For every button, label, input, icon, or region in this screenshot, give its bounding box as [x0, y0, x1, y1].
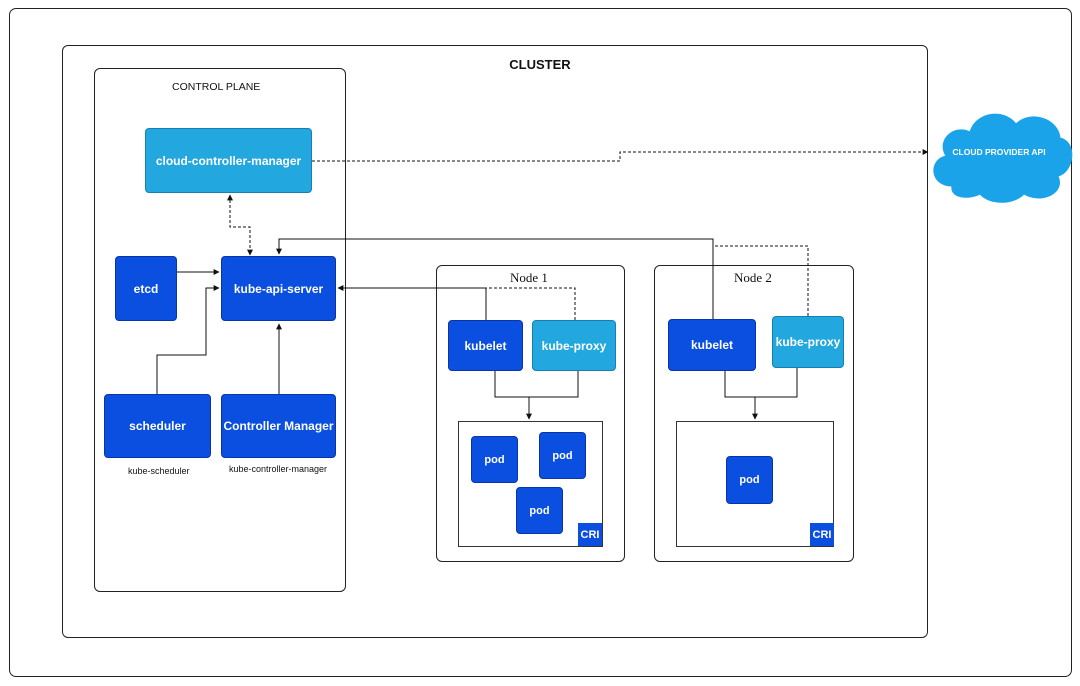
- cloud-controller-manager-box[interactable]: cloud-controller-manager: [145, 128, 312, 193]
- node-1-cri-badge: CRI: [578, 523, 602, 546]
- cluster-title: CLUSTER: [509, 57, 571, 72]
- node-1-pod[interactable]: pod: [516, 487, 563, 534]
- node-1-pod[interactable]: pod: [539, 432, 586, 479]
- kube-api-server-box[interactable]: kube-api-server: [221, 256, 336, 321]
- node-2-cri-badge: CRI: [810, 523, 834, 546]
- scheduler-box[interactable]: scheduler: [104, 394, 211, 458]
- controller-manager-caption: kube-controller-manager: [229, 464, 328, 474]
- node-2-kube-proxy-box[interactable]: kube-proxy: [772, 316, 844, 368]
- node-1-kube-proxy-box[interactable]: kube-proxy: [532, 320, 616, 371]
- control-plane-title: CONTROL PLANE: [172, 81, 261, 93]
- etcd-box[interactable]: etcd: [115, 256, 177, 321]
- node-2-kubelet-box[interactable]: kubelet: [668, 319, 756, 371]
- node-2-title: Node 2: [734, 270, 772, 285]
- node-1-kubelet-box[interactable]: kubelet: [448, 320, 523, 371]
- controller-manager-box[interactable]: Controller Manager: [221, 394, 336, 458]
- node-2-pod[interactable]: pod: [726, 456, 773, 504]
- node-1-title: Node 1: [510, 270, 548, 285]
- node-1-pod[interactable]: pod: [471, 436, 518, 483]
- scheduler-caption: kube-scheduler: [128, 466, 190, 476]
